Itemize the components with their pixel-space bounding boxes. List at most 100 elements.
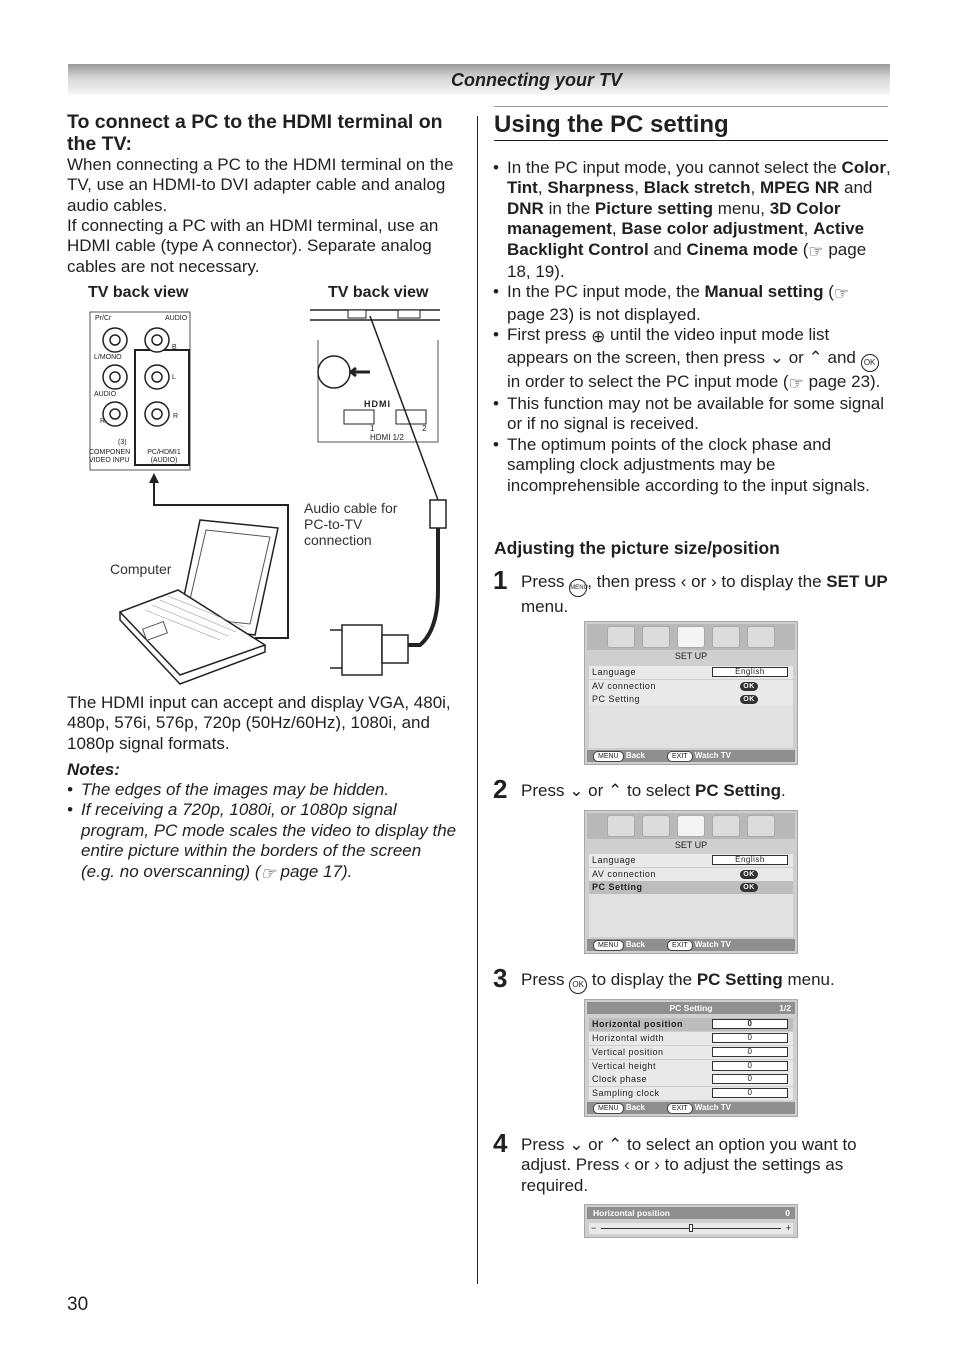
wrench-menu-icon[interactable]: [747, 626, 775, 648]
page-title: Using the PC setting: [494, 111, 729, 138]
chevron-down-icon: ⌄: [569, 1135, 584, 1154]
chevron-up-icon: ⌃: [808, 347, 823, 367]
label-computer: Computer: [110, 561, 172, 577]
page-ref-hand-icon: ☞: [833, 284, 850, 304]
input-source-icon: ⊕: [591, 327, 606, 347]
label-audio-top: AUDIO: [165, 315, 188, 322]
wrench-menu-icon[interactable]: [747, 815, 775, 837]
step-3-text: Press OK to display the PC Setting menu.: [521, 970, 893, 994]
label-hdmi-1: 1: [370, 424, 375, 433]
minus-icon: −: [591, 1223, 597, 1233]
section-header-bar: [68, 64, 890, 96]
tv-jack-circle: [317, 355, 351, 389]
dvi-adapter: [341, 624, 383, 676]
notes-title: Notes:: [67, 760, 120, 779]
chevron-up-icon: ⌃: [608, 1135, 623, 1154]
timer-menu-icon[interactable]: [712, 815, 740, 837]
chevron-left-icon: ‹: [680, 572, 687, 591]
label-pr-cr: Pr/Cr: [95, 315, 112, 322]
step-1-number: 1: [493, 565, 508, 595]
plus-icon: +: [785, 1223, 791, 1233]
step-1-text: Press MENU, then press ‹ or › to display…: [521, 572, 888, 616]
hdmi-formats-text: The HDMI input can accept and display VG…: [67, 693, 451, 753]
label-audio-left: AUDIO: [94, 391, 117, 398]
chevron-up-icon: ⌃: [608, 781, 623, 800]
step-2-number: 2: [493, 774, 508, 804]
ok-button-icon: OK: [569, 976, 588, 994]
bullet-2: In the PC input mode, the Manual setting…: [493, 282, 891, 325]
step-4-number: 4: [493, 1128, 508, 1158]
page-ref-hand-icon: ☞: [808, 241, 824, 261]
section-header-title: Connecting your TV: [451, 70, 622, 90]
tv-back-view-label-2: TV back view: [328, 284, 429, 301]
picture-menu-icon[interactable]: [607, 815, 635, 837]
label-l-mono: L/MONO: [94, 354, 122, 361]
note-1: The edges of the images may be hidden.: [67, 780, 459, 801]
note-2: If receiving a 720p, 1080i, or 1080p sig…: [67, 800, 459, 884]
page-number: 30: [67, 1294, 89, 1315]
label-audio-cable: Audio cable for PC-to-TV connection: [304, 500, 398, 548]
slider-track-area: − +: [589, 1223, 793, 1234]
step-2-text: Press ⌄ or ⌃ to select PC Setting.: [521, 781, 786, 800]
chevron-down-icon: ⌄: [769, 347, 784, 367]
rca-jacks: [102, 327, 170, 427]
bullet-4: This function may not be available for s…: [493, 394, 891, 435]
label-r-2: R: [173, 413, 179, 420]
osd-title: SET UP: [674, 651, 708, 661]
tv-back-view-label-1: TV back view: [88, 284, 189, 301]
page-ref-hand-icon: ☞: [788, 373, 804, 393]
setup-menu-icon[interactable]: [677, 626, 705, 648]
pc-setting-bullets: In the PC input mode, you cannot select …: [493, 158, 891, 496]
label-pc-hdmi1-audio: PC/HDMI1 (AUDIO): [147, 449, 181, 464]
step-3-number: 3: [493, 963, 508, 993]
chevron-down-icon: ⌄: [569, 781, 584, 800]
osd-title: SET UP: [674, 840, 708, 850]
label-r-1: R: [100, 418, 106, 425]
chevron-right-icon: ›: [654, 1155, 660, 1175]
left-heading: To connect a PC to the HDMI terminal on …: [67, 111, 443, 155]
audio-menu-icon[interactable]: [642, 815, 670, 837]
title-underline: [494, 140, 888, 141]
subheading-adjust: Adjusting the picture size/position: [494, 538, 780, 558]
audio-menu-icon[interactable]: [642, 626, 670, 648]
menu-icon-strip: [587, 813, 795, 839]
setup-menu-icon[interactable]: [677, 815, 705, 837]
chevron-left-icon: ‹: [624, 1155, 630, 1175]
hdmi-logo: HDMI: [364, 399, 391, 409]
pc-connection-diagram: [89, 309, 447, 685]
label-hdmi-1-2: HDMI 1/2: [370, 433, 404, 442]
right-top-rule: [494, 106, 888, 107]
step-4-text: Press ⌄ or ⌃ to select an option you wan…: [521, 1135, 857, 1195]
label-l: L: [172, 374, 176, 381]
ok-button-icon: OK: [860, 353, 879, 372]
menu-icon-strip: [587, 624, 795, 650]
label-hdmi-2: 2: [422, 424, 427, 433]
notes-list: The edges of the images may be hidden. I…: [67, 780, 459, 884]
audio-cable-line: [153, 475, 289, 639]
slider-thumb[interactable]: [689, 1224, 693, 1232]
bullet-3: First press ⊕ until the video input mode…: [493, 325, 891, 394]
left-para-1: When connecting a PC to the HDMI termina…: [67, 155, 454, 215]
picture-menu-icon[interactable]: [607, 626, 635, 648]
timer-menu-icon[interactable]: [712, 626, 740, 648]
